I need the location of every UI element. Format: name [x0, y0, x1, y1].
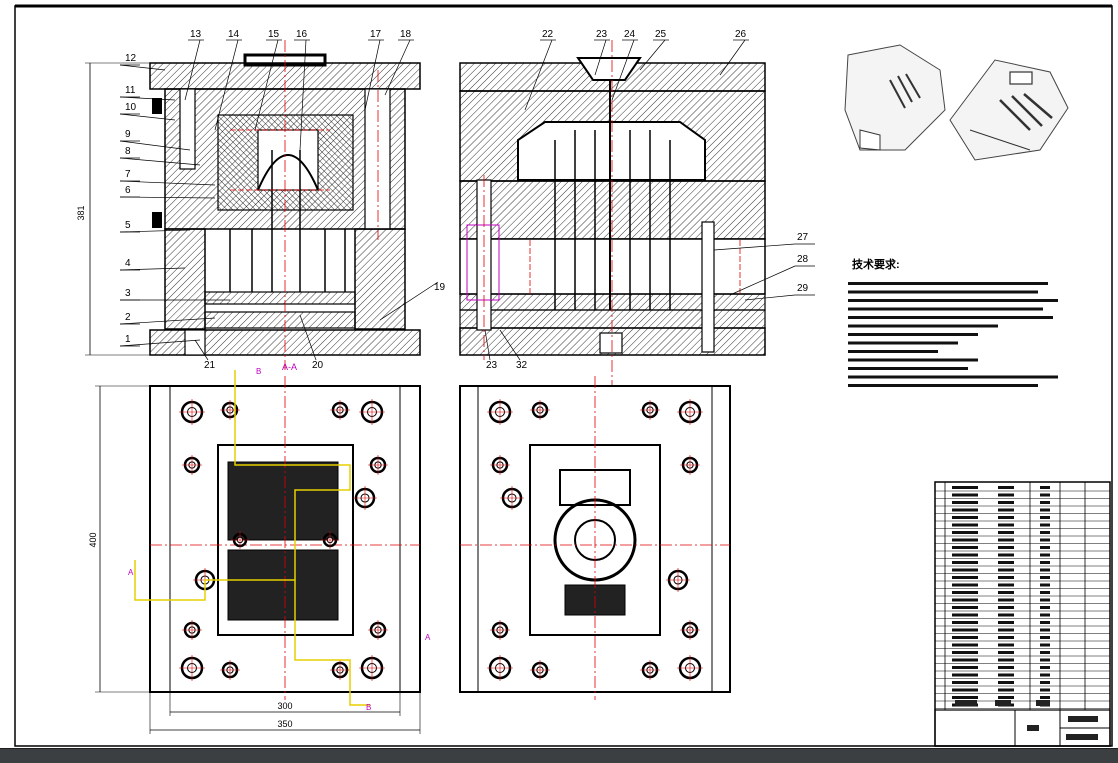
product-3d-sketch: [844, 44, 1069, 161]
section-label: A-A: [282, 362, 297, 372]
tech-requirement-line: [848, 299, 1058, 302]
bom-row: [952, 628, 978, 632]
part-label-6: 6: [125, 185, 131, 196]
plan-marker-a-left: A: [128, 568, 134, 577]
bom-row: [952, 681, 978, 684]
plan-marker-b-top: B: [256, 367, 261, 376]
bom-row: [952, 561, 978, 564]
bom-row: [952, 583, 978, 587]
part-label-23: 23: [486, 360, 498, 371]
bom-row: [952, 538, 978, 542]
bom-row: [952, 636, 978, 639]
bom-row: [952, 643, 978, 647]
bom-row: [952, 486, 978, 489]
part-label-17: 17: [370, 29, 382, 40]
part-label-5: 5: [125, 220, 131, 231]
part-label-26: 26: [735, 29, 747, 40]
tech-requirement-line: [848, 367, 968, 370]
bottom-part-labels: 19 20 21 23 32: [194, 281, 528, 371]
part-label-14: 14: [228, 29, 240, 40]
tech-requirement-line: [848, 350, 938, 353]
bom-row: [952, 501, 978, 504]
right-plan-view[interactable]: [459, 376, 731, 700]
top-left-part-labels: 13 14 15 16 17 18: [184, 29, 414, 151]
part-label-2: 2: [125, 312, 131, 323]
part-label-19: 19: [434, 282, 446, 293]
part-label-20: 20: [312, 360, 324, 371]
tech-requirements: 技术要求:: [848, 257, 1058, 387]
part-label-23: 23: [596, 29, 608, 40]
left-section-view[interactable]: 381 A-A: [76, 40, 421, 372]
part-label-28: 28: [797, 254, 809, 265]
bom-row: [952, 688, 978, 692]
part-label-4: 4: [125, 258, 131, 269]
plan-marker-b-bottom: B: [366, 703, 371, 712]
top-right-part-labels: 22 23 24 25 26: [524, 29, 749, 111]
tech-requirement-line: [848, 324, 998, 328]
part-label-22: 22: [542, 29, 554, 40]
dim-height: 381: [76, 205, 86, 220]
part-label-7: 7: [125, 169, 131, 180]
part-label-11: 11: [125, 85, 136, 96]
dim-outer-width: 350: [277, 719, 292, 729]
part-label-8: 8: [125, 146, 131, 157]
bom-row: [952, 591, 978, 594]
part-label-18: 18: [400, 29, 412, 40]
tech-requirement-line: [848, 358, 978, 362]
bom-row: [952, 568, 978, 572]
bom-row: [952, 508, 978, 512]
bom-row: [952, 516, 978, 519]
bom-row: [952, 658, 978, 662]
bom-row: [952, 546, 978, 549]
left-plan-view[interactable]: B A A B 400 300 350: [88, 367, 431, 734]
part-label-3: 3: [125, 288, 131, 299]
tech-requirement-line: [848, 307, 1043, 311]
tech-requirement-line: [848, 341, 958, 345]
bom-row: [952, 673, 978, 677]
part-label-10: 10: [125, 102, 137, 113]
plan-marker-a-right: A: [425, 633, 431, 642]
part-label-16: 16: [296, 29, 308, 40]
bom-row: [952, 598, 978, 602]
bom-row: [952, 553, 978, 557]
bom-row: [952, 613, 978, 617]
tech-requirement-line: [848, 316, 1053, 319]
part-label-21: 21: [204, 360, 216, 371]
part-label-27: 27: [797, 232, 809, 243]
part-label-12: 12: [125, 53, 137, 64]
bom-row: [952, 523, 978, 527]
right-part-labels: 27 28 29: [713, 232, 815, 301]
part-label-9: 9: [125, 129, 131, 140]
tech-requirement-line: [848, 282, 1048, 285]
part-label-15: 15: [268, 29, 280, 40]
parts-list-table[interactable]: [934, 481, 1111, 747]
bom-row: [952, 696, 978, 699]
dim-plan-height: 400: [88, 532, 98, 547]
part-label-32: 32: [516, 360, 528, 371]
status-bar: [0, 748, 1118, 763]
bom-row: [952, 531, 978, 534]
tech-requirement-line: [848, 375, 1058, 379]
part-label-24: 24: [624, 29, 636, 40]
dim-inner-width: 300: [277, 701, 292, 711]
tech-requirements-title: 技术要求:: [852, 257, 900, 271]
right-section-view[interactable]: [459, 40, 766, 385]
part-label-29: 29: [797, 283, 809, 294]
tech-requirement-line: [848, 384, 1038, 387]
part-label-25: 25: [655, 29, 667, 40]
tech-requirement-line: [848, 290, 1038, 294]
bom-row: [952, 651, 978, 654]
part-label-1: 1: [125, 334, 131, 345]
bom-row: [952, 606, 978, 609]
bom-row: [952, 493, 978, 497]
bom-row: [952, 666, 978, 669]
tech-requirement-line: [848, 333, 978, 336]
bom-row: [952, 621, 978, 624]
bom-row: [952, 576, 978, 579]
part-label-13: 13: [190, 29, 202, 40]
